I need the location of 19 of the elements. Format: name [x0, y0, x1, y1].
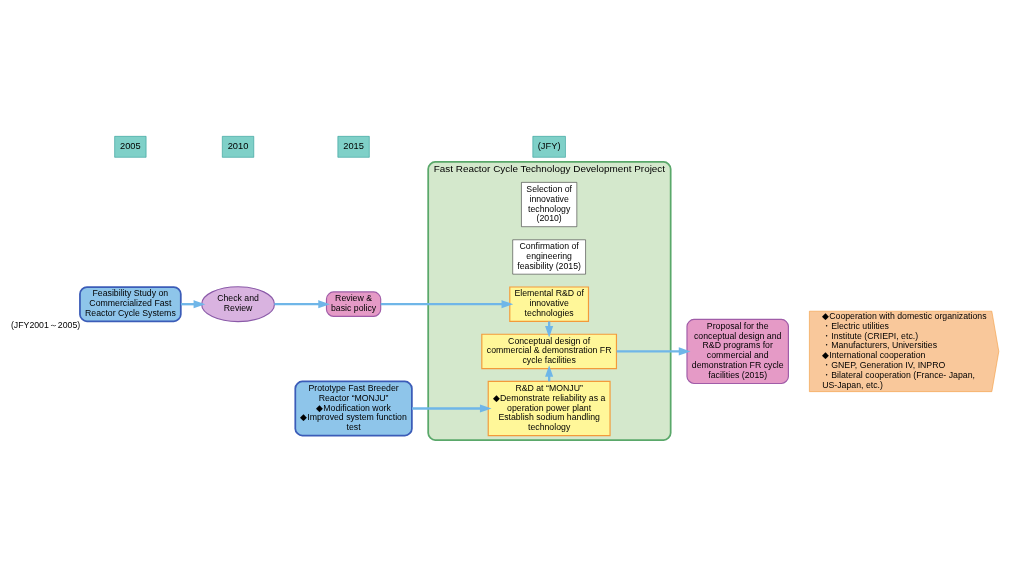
- node-box: Feasibility Study on Commercialized Fast Reactor Cycle Systems: [79, 286, 182, 323]
- arrow: [380, 300, 514, 309]
- node-box: Prototype Fast Breeder Reactor “MONJU” ◆Modification work ◆Improved system function test: [294, 380, 413, 437]
- arrow: [274, 300, 330, 309]
- node-box: Proposal for the conceptual design and R&D programs for commercial and demonstration FR cycle facilities (2015): [686, 318, 789, 385]
- arrow: [411, 404, 492, 413]
- node-ellipse: Check and Review: [201, 286, 276, 323]
- node-box: Conceptual design of commercial & demonstration FR cycle facilities: [481, 333, 618, 370]
- node-box: R&D at “MONJU” ◆Demonstrate reliability as a operation power plant Establish sodium handling technology: [487, 380, 611, 437]
- node-box: Review & basic policy: [325, 291, 382, 318]
- node-label: (JFY2001～2005): [10, 320, 81, 331]
- label: 2010: [227, 141, 249, 152]
- label: 2015: [343, 141, 364, 152]
- node-box: Confirmation of engineering feasibility (2015): [512, 239, 586, 275]
- node-box: Selection of innovative technology (2010): [521, 182, 578, 227]
- label: 2005: [120, 141, 141, 152]
- arrow: [616, 347, 691, 356]
- node-box: Elemental R&D of innovative technologies: [509, 286, 590, 322]
- label: (JFY): [537, 141, 561, 152]
